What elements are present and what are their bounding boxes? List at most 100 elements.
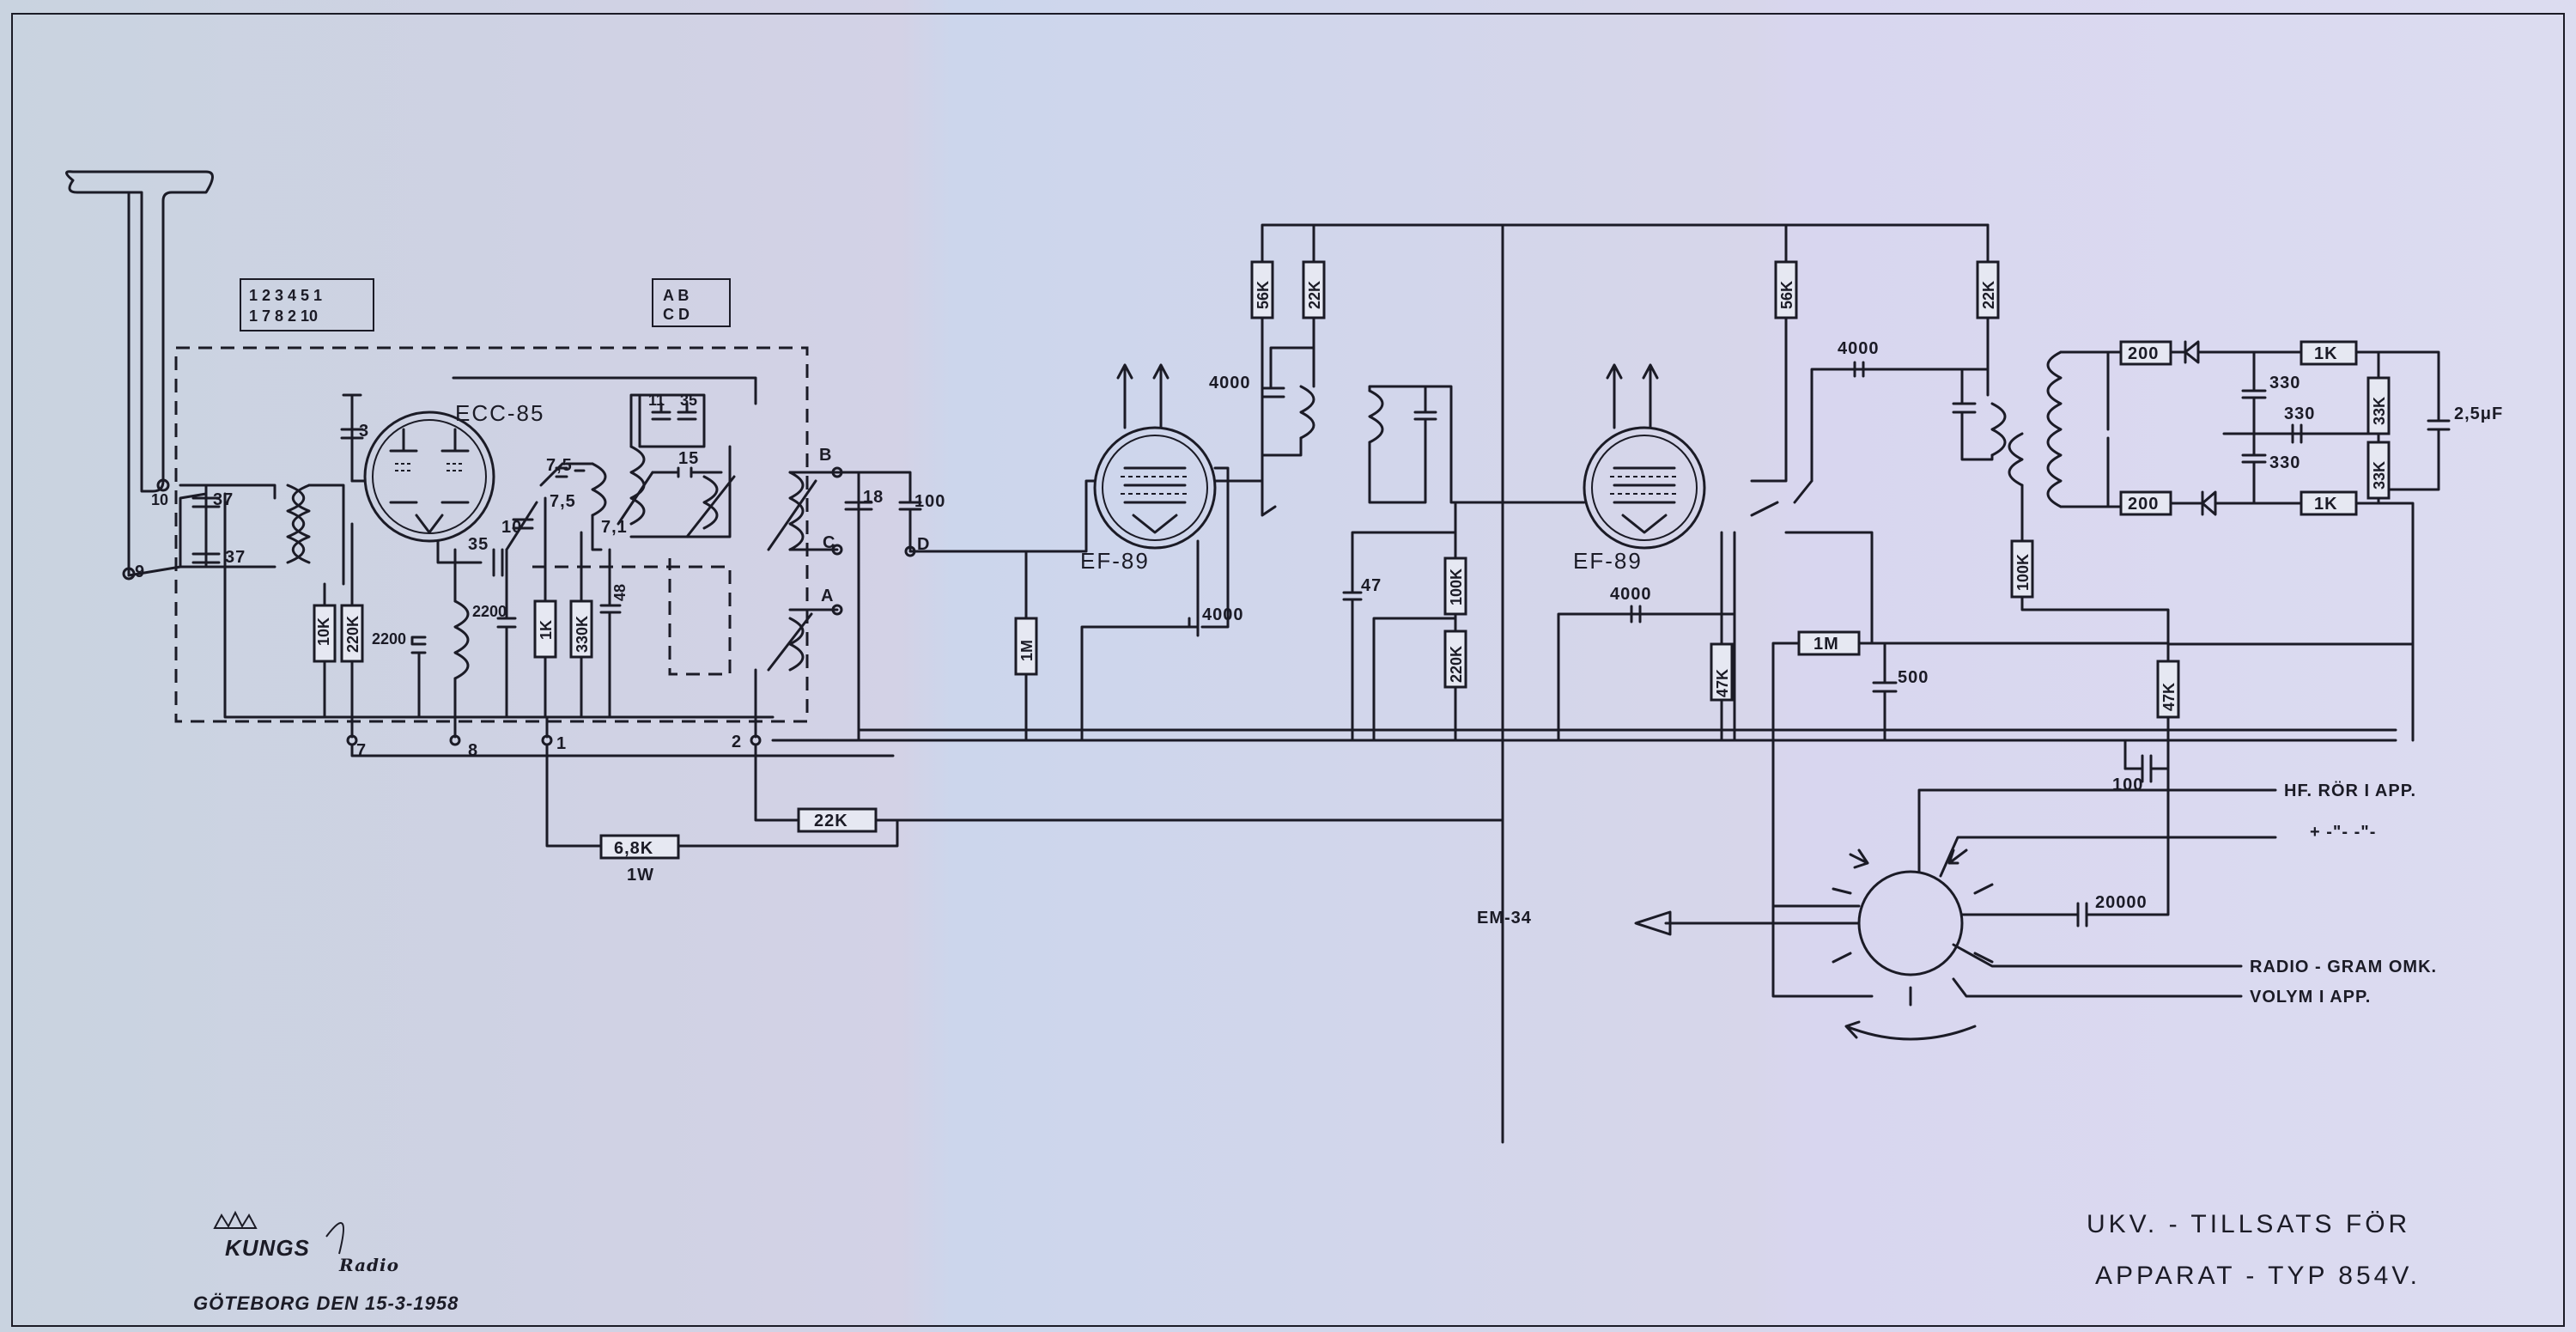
cap-4000d-label: 4000	[1838, 339, 1880, 358]
connection-labels: HF. RÖR I APP. + -"- -"- RADIO - GRAM OM…	[2250, 781, 2437, 1007]
cap-18-label: 18	[863, 488, 884, 507]
cap-11-35: 11 35	[638, 392, 706, 448]
switch-block-left: 1 2 3 4 5 1 1 7 8 2 10	[240, 278, 374, 331]
label-volym: VOLYM I APP.	[2250, 988, 2371, 1007]
cap-2200a-label: 2200	[372, 630, 406, 648]
tube-ef89-1-label: EF-89	[1080, 548, 1150, 574]
tube-ef89-2-label: EF-89	[1573, 548, 1643, 574]
supply-rail	[1501, 223, 1990, 1144]
cap-100b-label: 100	[2112, 775, 2143, 794]
tube-ef89-2: EF-89	[1552, 363, 1706, 574]
cap-20000-label: 20000	[2095, 893, 2148, 912]
terminal-10-label: 10	[151, 491, 168, 508]
ef1-interstage: 100K 220K 47	[1342, 385, 1556, 742]
terminal-7-label: 7	[356, 741, 367, 760]
res-47k-b-label: 47K	[2160, 683, 2178, 711]
cap-2200b: 2200	[472, 548, 517, 719]
cap-15: 15	[651, 449, 723, 478]
res-100k-b-label: 100K	[2014, 554, 2032, 591]
res-56k-a-label: 56K	[1255, 281, 1272, 309]
res-6k8: 6,8K 1W	[599, 818, 899, 885]
res-1k-a-label: 1K	[538, 620, 555, 640]
res-1m-a-label: 1M	[1018, 640, 1036, 661]
title-block: UKV. - TILLSATS FÖR APPARAT - TYP 854V.	[2087, 1210, 2421, 1290]
tube-ecc85-label: ECC-85	[455, 400, 544, 426]
title-line2: APPARAT - TYP 854V.	[2095, 1262, 2421, 1290]
res-200b-label: 200	[2128, 495, 2159, 514]
res-1k-a: 1K	[533, 496, 557, 719]
em34-indicator: EM-34 20000	[1477, 788, 2277, 1041]
terminal-c-label: C	[823, 533, 835, 552]
maker-brand: KUNGS	[225, 1235, 310, 1261]
switch-left-row2: 1 7 8 2 10	[249, 307, 318, 325]
cap-75a-label: 7,5	[546, 456, 573, 475]
res-22k-c-label: 22K	[1980, 281, 1997, 309]
cap-10: 10	[501, 501, 538, 551]
res-220k-a: 220K	[340, 522, 364, 719]
cap-4000c-label: 4000	[1610, 585, 1652, 604]
ef2-plate-network: 56K 22K 4000	[1750, 223, 2007, 517]
label-radio-gram: RADIO - GRAM OMK.	[2250, 958, 2437, 976]
switch-right-row2: C D	[663, 306, 690, 323]
cap-2200b-label: 2200	[472, 603, 507, 620]
res-33k-a-label: 33K	[2371, 397, 2388, 425]
maker-place-date: GÖTEBORG DEN 15-3-1958	[193, 1292, 459, 1314]
coil-cathode	[453, 548, 470, 719]
coil-osc	[565, 393, 654, 551]
res-1m-b: 1M 500	[1771, 531, 2170, 964]
res-200a-label: 200	[2128, 344, 2159, 363]
cap-10-label: 10	[501, 518, 522, 537]
res-33k-b-label: 33K	[2371, 461, 2388, 490]
cap-3-label: 3	[359, 422, 369, 441]
cap-3: 3	[340, 419, 369, 483]
res-56k-b-label: 56K	[1778, 281, 1795, 309]
cap-71: 7,1	[601, 518, 628, 537]
cap-48-label: 48	[611, 584, 629, 601]
terminal-8-label: 8	[468, 741, 478, 760]
switch-right-row1: A B	[663, 287, 689, 304]
cap-35: 35	[436, 535, 504, 577]
terminal-1-label: 1	[556, 734, 567, 753]
shield-box	[174, 346, 809, 723]
coil-mix	[629, 445, 736, 538]
res-10k-label: 10K	[315, 617, 332, 646]
label-hf-ror: HF. RÖR I APP.	[2284, 781, 2416, 800]
label-plus: + -"- -"-	[2310, 823, 2376, 842]
cap-4000-ef1-grid: 4000	[1188, 466, 1243, 637]
cap-500-label: 500	[1898, 668, 1929, 687]
res-220k-a-label: 220K	[344, 616, 361, 653]
maker-mark: KUNGS Radio GÖTEBORG DEN 15-3-1958	[193, 1210, 459, 1314]
cap-35-label: 35	[468, 535, 489, 554]
switch-left-row1: 1 2 3 4 5 1	[249, 287, 322, 304]
cap-100a-label: 100	[914, 492, 945, 511]
res-6k8-note: 1W	[627, 866, 654, 885]
input-coil-group: 37 37	[179, 484, 775, 719]
terminal-2-label: 2	[732, 733, 742, 751]
cap-75a: 7,5	[539, 456, 573, 487]
cap-47-label: 47	[1361, 576, 1382, 595]
tube-ecc85: ECC-85	[342, 376, 757, 543]
cap-330a-label: 330	[2269, 374, 2300, 392]
lower-terminals: 7 8 1 2	[346, 715, 2397, 848]
terminal-9-label: 9	[135, 563, 145, 581]
drawing-border	[11, 13, 2565, 1327]
em34-label: EM-34	[1477, 909, 1532, 928]
res-10k: 10K	[313, 582, 337, 719]
cap-330b-label: 330	[2284, 404, 2315, 423]
terminal-d-label: D	[917, 535, 930, 554]
terminal-a-label: A	[821, 587, 834, 605]
title-line1: UKV. - TILLSATS FÖR	[2087, 1210, 2410, 1238]
res-47k-a-label: 47K	[1714, 669, 1731, 697]
cap-2200a: 2200	[372, 630, 427, 719]
res-22k-a-label: 22K	[814, 812, 848, 830]
res-1k-c-label: 1K	[2314, 495, 2338, 514]
shield-inner	[532, 558, 732, 676]
cap-35b-label: 35	[680, 392, 697, 409]
cap-4000b-label: 4000	[1209, 374, 1251, 392]
terminal-b-label: B	[819, 446, 832, 465]
discriminator: 200 1K 200 1K 330 330 330 33K 33K 2,5μF …	[2008, 340, 2502, 912]
cap-71-label: 7,1	[601, 518, 628, 537]
crown-icon	[213, 1210, 258, 1229]
